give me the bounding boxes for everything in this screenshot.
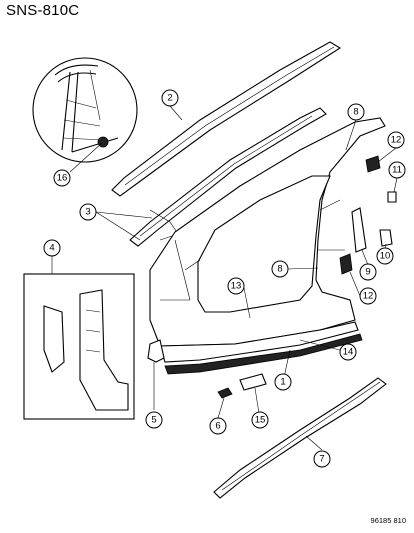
diagram-title: SNS-810C <box>6 2 80 19</box>
svg-text:16: 16 <box>57 173 68 184</box>
part-body-side-aperture <box>149 117 386 375</box>
leader-lines <box>95 105 398 451</box>
part-roof-rail-inner <box>129 107 327 247</box>
callout-13: 13 <box>227 277 245 295</box>
svg-text:4: 4 <box>49 243 54 254</box>
callout-9: 9 <box>359 263 377 281</box>
svg-text:8: 8 <box>277 264 282 275</box>
part-5-bracket <box>147 339 165 363</box>
svg-text:1: 1 <box>280 377 285 388</box>
inset-box-part-4 <box>23 256 135 420</box>
callout-8-top: 8 <box>347 103 365 121</box>
svg-text:5: 5 <box>151 415 156 426</box>
callout-14: 14 <box>339 343 357 361</box>
svg-text:15: 15 <box>255 415 266 426</box>
callout-10: 10 <box>376 247 394 265</box>
callout-2: 2 <box>161 89 179 107</box>
svg-text:14: 14 <box>343 347 354 358</box>
inset-detail <box>32 57 138 173</box>
svg-text:12: 12 <box>363 291 374 302</box>
callout-15: 15 <box>251 411 269 429</box>
svg-text:11: 11 <box>392 165 402 176</box>
drawing-code: 96185 810 <box>370 516 406 525</box>
callout-7: 7 <box>313 450 331 468</box>
part-7-sill-rail <box>213 377 387 499</box>
callout-11: 11 <box>388 161 406 179</box>
svg-text:6: 6 <box>215 421 220 432</box>
callout-12-top: 12 <box>387 131 405 149</box>
svg-text:10: 10 <box>380 251 391 262</box>
callout-16: 16 <box>53 169 71 187</box>
callout-5: 5 <box>145 411 163 429</box>
svg-text:13: 13 <box>231 281 242 292</box>
callout-1: 1 <box>274 373 292 391</box>
part-15-plug <box>239 373 267 391</box>
callout-4: 4 <box>43 239 61 257</box>
part-roof-rail-outer <box>111 41 342 197</box>
svg-text:8: 8 <box>353 107 358 118</box>
svg-text:7: 7 <box>319 454 324 465</box>
callout-3: 3 <box>79 203 97 221</box>
part-6-plug <box>217 387 233 399</box>
svg-text:2: 2 <box>167 93 172 104</box>
callout-12-mid: 12 <box>359 287 377 305</box>
small-parts-right <box>339 155 397 275</box>
svg-text:12: 12 <box>391 135 402 146</box>
callout-6: 6 <box>209 417 227 435</box>
svg-text:9: 9 <box>365 267 370 278</box>
svg-text:3: 3 <box>85 207 90 218</box>
callout-8-mid: 8 <box>271 260 289 278</box>
